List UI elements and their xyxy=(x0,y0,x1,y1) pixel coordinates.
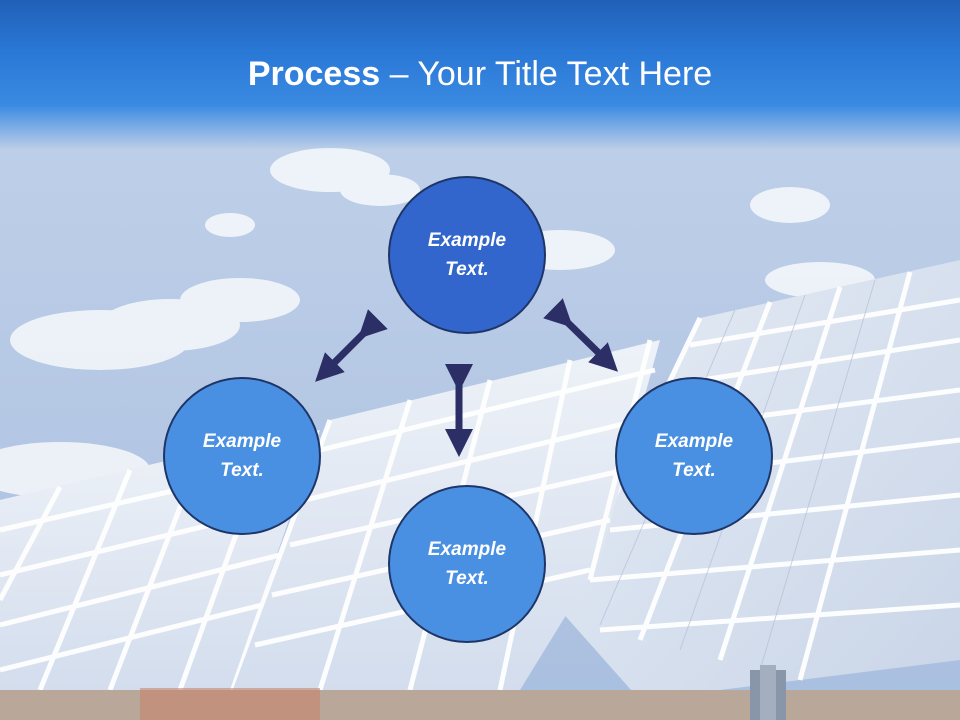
process-node-left: Example Text. xyxy=(163,377,321,535)
arrow-top-right xyxy=(543,298,619,372)
arrow-top-left xyxy=(315,309,388,382)
slide-title: Process – Your Title Text Here xyxy=(0,52,960,96)
node-label-right: Example Text. xyxy=(654,431,734,481)
process-node-bottom: Example Text. xyxy=(388,485,546,643)
process-node-top: Example Text. xyxy=(388,176,546,334)
title-dash: – xyxy=(380,55,418,93)
title-text: Your Title Text Here xyxy=(417,55,713,93)
node-label-bottom: Example Text. xyxy=(427,539,507,589)
title-bold: Process xyxy=(247,55,381,93)
process-node-right: Example Text. xyxy=(615,377,773,535)
node-label-top: Example Text. xyxy=(427,230,507,280)
title-bar xyxy=(0,0,960,150)
node-label-left: Example Text. xyxy=(202,431,282,481)
